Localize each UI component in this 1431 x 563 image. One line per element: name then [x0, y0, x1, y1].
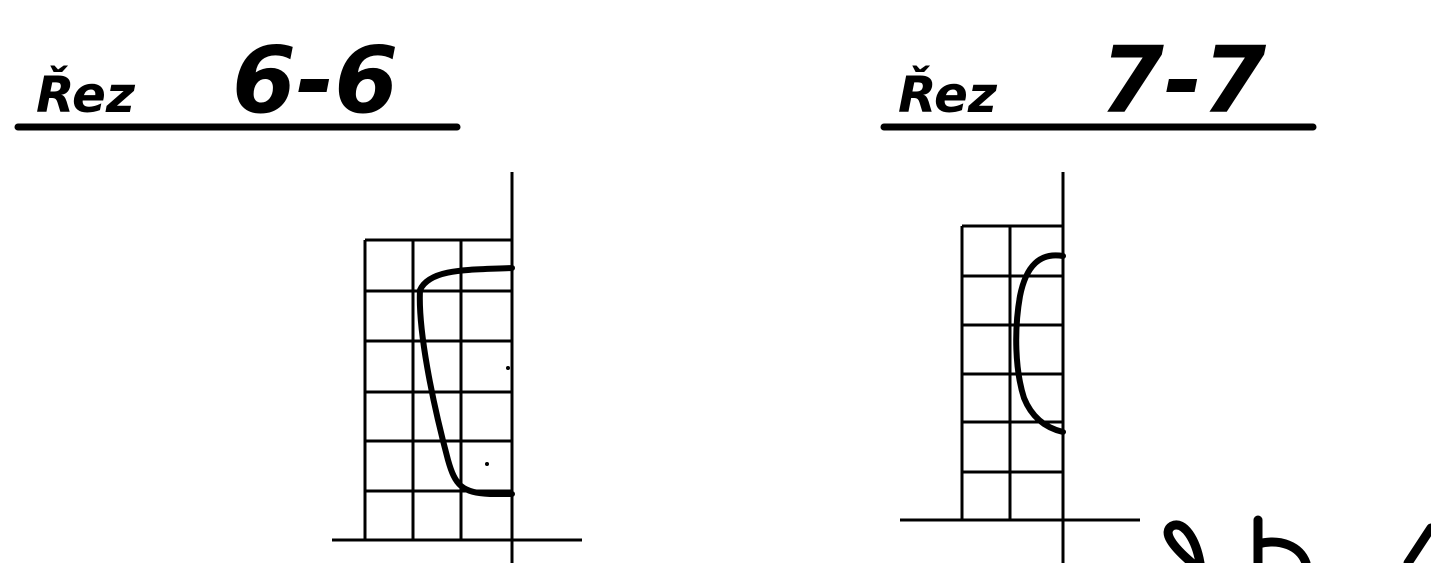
cross-section-6-6 [332, 172, 582, 563]
grid-7-7 [960, 224, 1063, 520]
cropped-diagonal-mark [1403, 523, 1431, 563]
section-label-7-7: Řez [898, 65, 998, 124]
section-number-6-6: 6-6 [232, 27, 398, 134]
section-number-7-7: 7-7 [1100, 27, 1266, 134]
section-label-6-6: Řez [36, 65, 136, 124]
cropped-letter-mark [1163, 520, 1205, 563]
section-title-6-6: Řez 6-6 [14, 27, 461, 134]
profile-curve-7-7 [1013, 252, 1066, 435]
cropped-hook-mark [1253, 537, 1311, 563]
cropped-marks [1163, 515, 1431, 563]
section-title-7-7: Řez 7-7 [880, 27, 1317, 134]
cross-section-7-7 [900, 172, 1140, 563]
profile-curve-6-6 [416, 265, 515, 497]
grid-6-6 [363, 238, 512, 540]
